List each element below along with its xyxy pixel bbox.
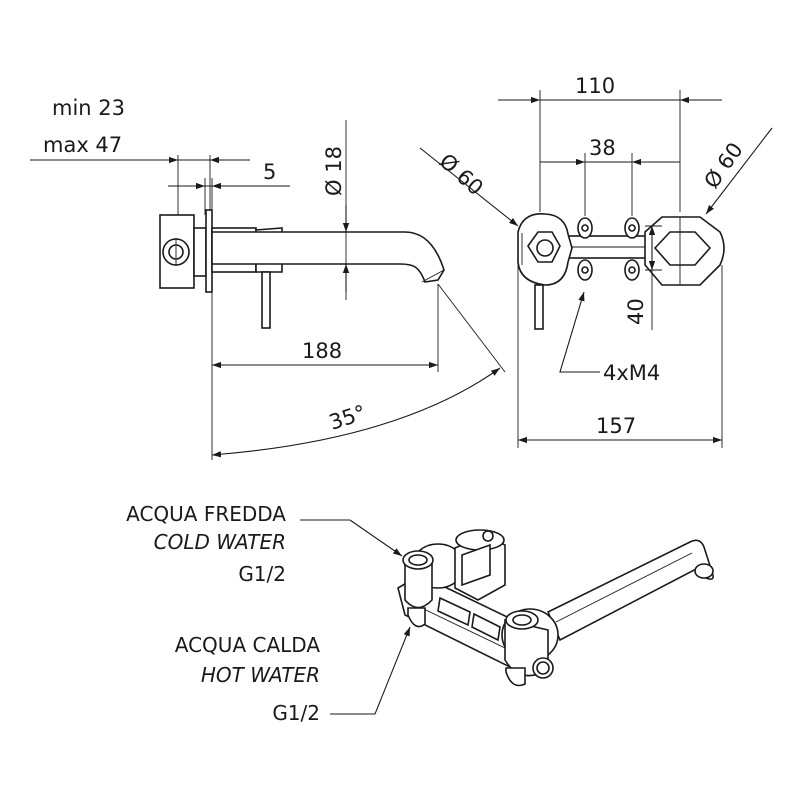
left-diameter-dimension: Ø 60 [419, 147, 519, 227]
overall-width-dimension: 157 [517, 265, 723, 448]
spout-reach-dimension: 188 [211, 284, 439, 460]
cold-water-it-label: ACQUA FREDDA [126, 502, 286, 526]
right-diameter-dimension: Ø 60 [699, 127, 773, 215]
plate-gap-dimension: 5 [168, 160, 290, 215]
cold-leader-arrow [349, 519, 403, 557]
screws-leader: 4xM4 [559, 291, 660, 385]
plate-gap-label: 5 [263, 160, 276, 184]
centers-dimension: 110 [498, 74, 722, 212]
min-depth-label: min 23 [52, 96, 125, 120]
cold-water-en-label: COLD WATER [154, 530, 286, 554]
mount-spacing-label: 38 [589, 136, 616, 160]
front-view: 110 38 Ø 60 Ø 60 40 [419, 74, 773, 448]
screws-label: 4xM4 [603, 361, 660, 385]
right-diameter-label: Ø 60 [699, 138, 747, 193]
height-dimension: 40 [624, 225, 662, 330]
iso-cold-inlet [402, 543, 465, 628]
iso-cartridge [454, 529, 506, 601]
hot-thread-label: G1/2 [272, 701, 320, 725]
spout-reach-label: 188 [302, 339, 342, 363]
mounting-lugs [577, 217, 640, 281]
hot-leader [330, 626, 411, 715]
spout-diameter-dimension: Ø 18 [322, 120, 350, 300]
mount-spacing-dimension: 38 [540, 136, 680, 216]
iso-spout [546, 539, 714, 642]
spout-diameter-label: Ø 18 [322, 146, 346, 196]
overall-width-label: 157 [596, 414, 636, 438]
height-label: 40 [624, 298, 648, 325]
hot-water-it-label: ACQUA CALDA [175, 633, 321, 657]
centers-label: 110 [575, 74, 615, 98]
hot-water-en-label: HOT WATER [201, 663, 320, 687]
side-mixer-body [159, 209, 213, 293]
left-diameter-label: Ø 60 [435, 149, 488, 200]
side-view: min 23 max 47 5 Ø 18 188 [30, 96, 506, 460]
front-right-valve [644, 216, 725, 286]
front-left-valve [517, 213, 573, 330]
side-spout [211, 231, 445, 283]
depth-dimension: min 23 max 47 [30, 96, 250, 215]
max-depth-label: max 47 [43, 133, 122, 157]
cold-thread-label: G1/2 [238, 562, 286, 586]
spout-angle-label: 35° [326, 400, 369, 434]
isometric-view [300, 519, 714, 715]
iso-hot-inlet [501, 608, 559, 687]
inlet-legend: ACQUA FREDDA COLD WATER G1/2 ACQUA CALDA… [126, 502, 320, 725]
spout-angle-dimension: 35° [211, 283, 506, 458]
